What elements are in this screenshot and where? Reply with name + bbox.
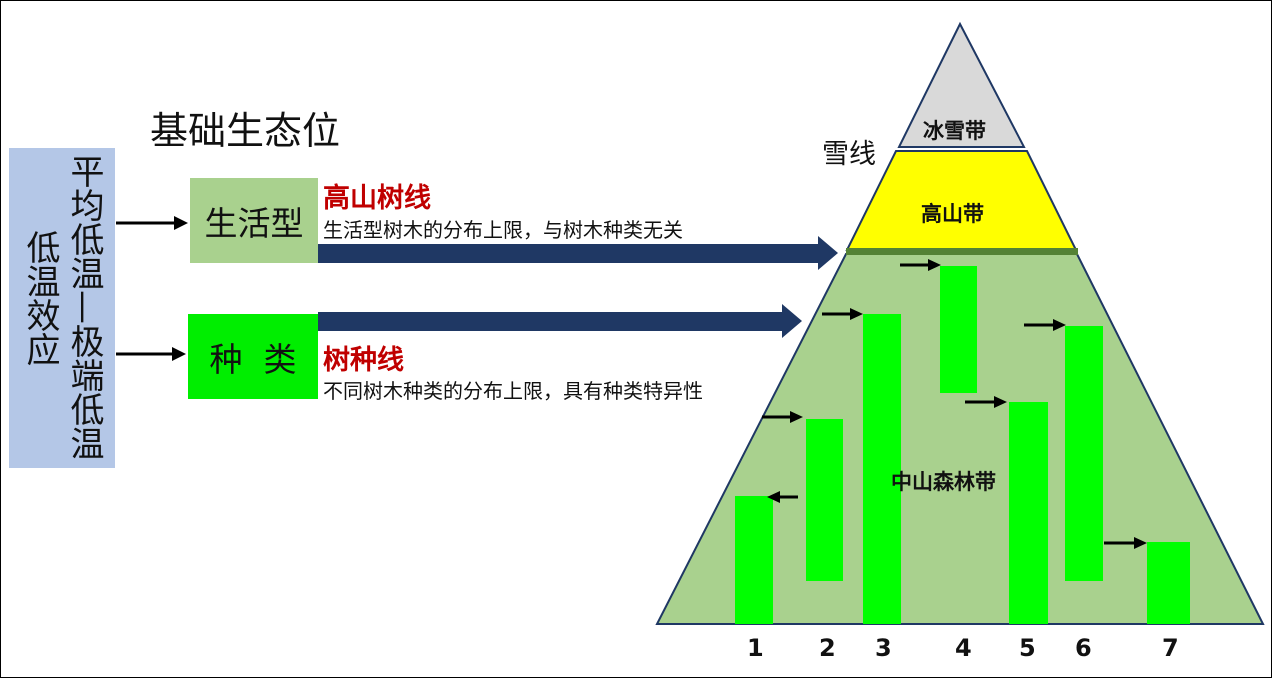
ice-snow-zone-label: 冰雪带 — [923, 119, 986, 143]
species-box: 种 类 — [188, 314, 318, 399]
alpine-treeline-description: 生活型树木的分布上限，与树木种类无关 — [323, 218, 683, 242]
species-bar-4 — [940, 266, 977, 393]
species-bar-7 — [1147, 542, 1190, 624]
species-bar-3 — [863, 314, 901, 624]
low-temperature-effect-box: 低温效应 平均低温—极端低温 — [9, 148, 115, 468]
alpine-treeline-heading: 高山树线 — [323, 183, 431, 214]
species-bar-5 — [1009, 402, 1048, 624]
shift-arrow-1 — [767, 491, 798, 503]
life-form-box: 生活型 — [190, 178, 318, 263]
species-number-4: 4 — [955, 634, 972, 662]
treeline-band — [846, 248, 1078, 255]
diagram-title: 基础生态位 — [150, 109, 341, 153]
arrow-to-species — [116, 347, 186, 361]
ice-snow-zone — [897, 21, 1026, 148]
arrow-to-life-form — [116, 216, 188, 230]
species-number-2: 2 — [819, 634, 836, 662]
life-form-label: 生活型 — [204, 203, 304, 243]
species-bar-2 — [806, 419, 843, 581]
species-number-6: 6 — [1075, 634, 1092, 662]
species-number-1: 1 — [747, 634, 764, 662]
shift-arrow-4 — [900, 259, 941, 271]
tree-species-line-heading: 树种线 — [323, 345, 404, 376]
shift-arrow-7 — [1104, 537, 1147, 549]
tree-species-line-arrow — [318, 304, 802, 338]
species-label: 种 类 — [209, 339, 297, 379]
mean-to-extreme-low-temp-label: 平均低温—极端低温 — [64, 154, 104, 460]
species-number-7: 7 — [1162, 634, 1179, 662]
species-number-3: 3 — [875, 634, 892, 662]
montane-forest-zone-label: 中山森林带 — [891, 470, 996, 494]
shift-arrow-3 — [822, 308, 863, 320]
alpine-treeline-arrow — [318, 236, 838, 270]
shift-arrow-2 — [762, 411, 803, 423]
species-bar-6 — [1065, 326, 1103, 581]
low-temperature-effect-label: 低温效应 — [20, 230, 60, 366]
snow-line-label: 雪线 — [822, 139, 876, 170]
alpine-zone-label: 高山带 — [921, 202, 984, 226]
tree-species-line-description: 不同树木种类的分布上限，具有种类特异性 — [323, 379, 703, 403]
shift-arrow-5 — [965, 396, 1007, 408]
shift-arrow-6 — [1024, 319, 1066, 331]
species-number-5: 5 — [1019, 634, 1036, 662]
species-bar-1 — [735, 496, 773, 624]
